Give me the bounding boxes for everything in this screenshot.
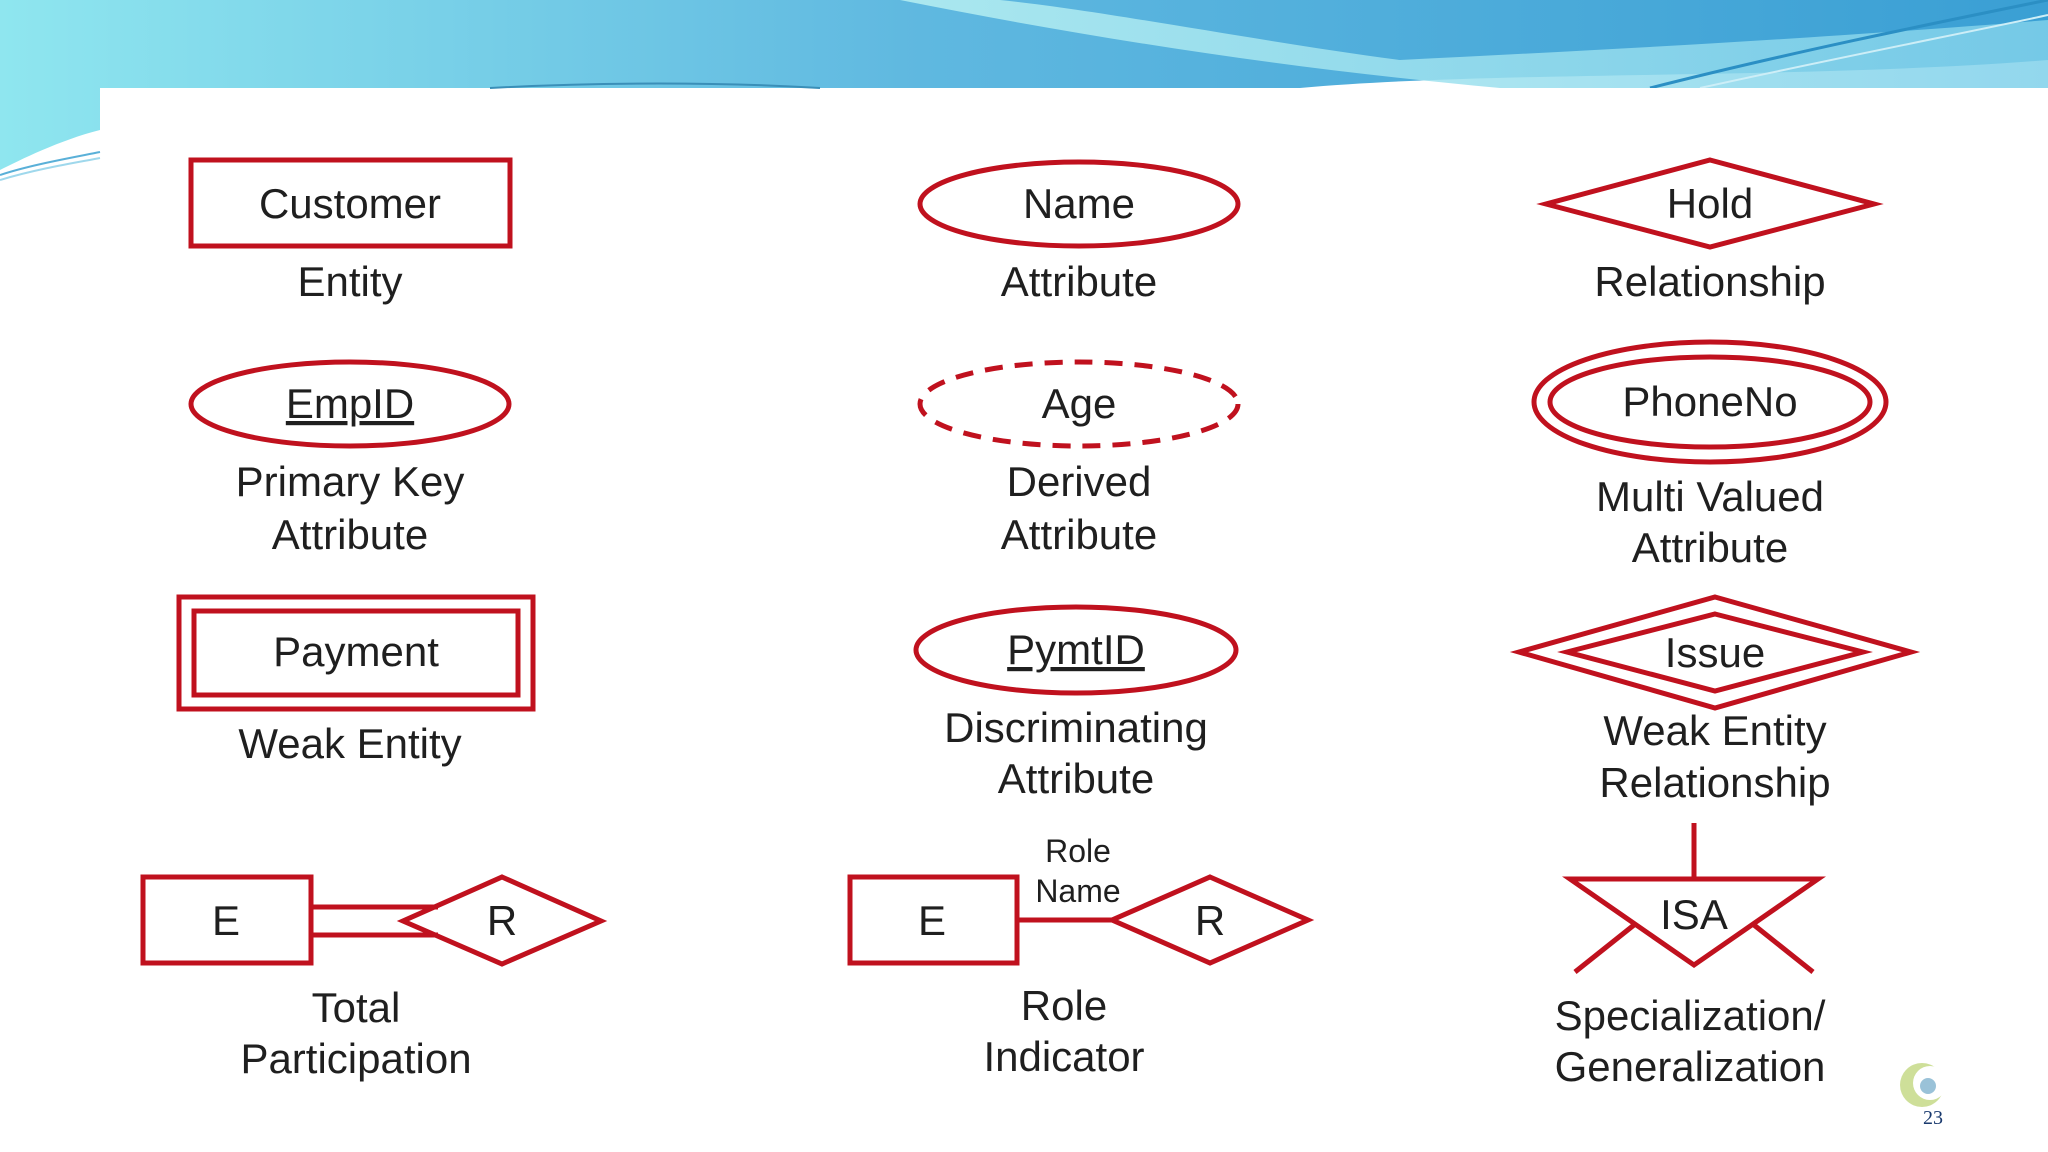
role-indicator-relationship-label: R [1195, 897, 1225, 944]
isa-left-leg [1573, 923, 1636, 974]
weak-relationship-outer-diamond [1509, 594, 1921, 711]
weak-entity-inner-rect [191, 608, 521, 698]
derived-attribute-ellipse [917, 359, 1241, 449]
role-indicator-caption-line2: Indicator [983, 1033, 1144, 1080]
multivalued-caption-line1: Multi Valued [1596, 473, 1824, 520]
primary-key-label: EmpID [286, 380, 414, 427]
relationship-label: Hold [1667, 180, 1753, 227]
primary-key-caption-line1: Primary Key [236, 458, 465, 505]
multivalued-caption-line2: Attribute [1632, 524, 1788, 571]
multivalued-attribute-label: PhoneNo [1622, 378, 1797, 425]
derived-attribute-label: Age [1042, 380, 1117, 427]
isa-label: ISA [1660, 891, 1728, 938]
isa-caption-line1: Specialization/ [1555, 992, 1826, 1039]
total-participation-relationship [396, 874, 608, 967]
primary-key-ellipse [188, 359, 512, 449]
isa-caption-line2: Generalization [1555, 1043, 1826, 1090]
total-participation-caption-line1: Total [312, 984, 401, 1031]
total-participation-relationship-label: R [487, 897, 517, 944]
attribute-caption: Attribute [1001, 258, 1157, 305]
derived-attribute-caption-line2: Attribute [1001, 511, 1157, 558]
weak-entity-label: Payment [273, 628, 439, 675]
relationship-diamond [1536, 157, 1884, 250]
weak-relationship-inner-diamond [1557, 611, 1873, 694]
entity-rectangle [188, 157, 513, 249]
total-participation-entity [140, 874, 314, 966]
page-number: 23 [1923, 1107, 1943, 1129]
weak-relationship-caption-line1: Weak Entity [1603, 707, 1826, 754]
attribute-label: Name [1023, 180, 1135, 227]
isa-triangle [1562, 876, 1826, 969]
derived-attribute-caption-line1: Derived [1007, 458, 1152, 505]
weak-relationship-caption-line2: Relationship [1599, 759, 1830, 806]
total-participation-caption-line2: Participation [240, 1035, 471, 1082]
entity-label: Customer [259, 180, 441, 227]
primary-key-caption-line2: Attribute [272, 511, 428, 558]
multivalued-inner-ellipse [1547, 354, 1873, 450]
role-name-label-line1: Role [1045, 833, 1111, 869]
discriminating-attribute-ellipse [913, 604, 1239, 696]
weak-entity-caption: Weak Entity [238, 720, 461, 767]
isa-right-leg [1752, 923, 1815, 974]
slide-logo [1900, 1063, 1947, 1107]
role-indicator-entity-label: E [918, 897, 946, 944]
multivalued-outer-ellipse [1531, 339, 1889, 465]
discriminating-attribute-label: PymtID [1007, 626, 1145, 673]
entity-caption: Entity [297, 258, 402, 305]
role-indicator-caption-line1: Role [1021, 982, 1107, 1029]
discriminating-caption-line1: Discriminating [944, 704, 1208, 751]
relationship-caption: Relationship [1594, 258, 1825, 305]
weak-relationship-label: Issue [1665, 629, 1765, 676]
total-participation-entity-label: E [212, 897, 240, 944]
role-indicator-relationship [1105, 874, 1315, 966]
role-name-label-line2: Name [1035, 873, 1120, 909]
attribute-ellipse [917, 159, 1241, 249]
weak-entity-outer-rect [176, 594, 536, 712]
discriminating-caption-line2: Attribute [998, 755, 1154, 802]
